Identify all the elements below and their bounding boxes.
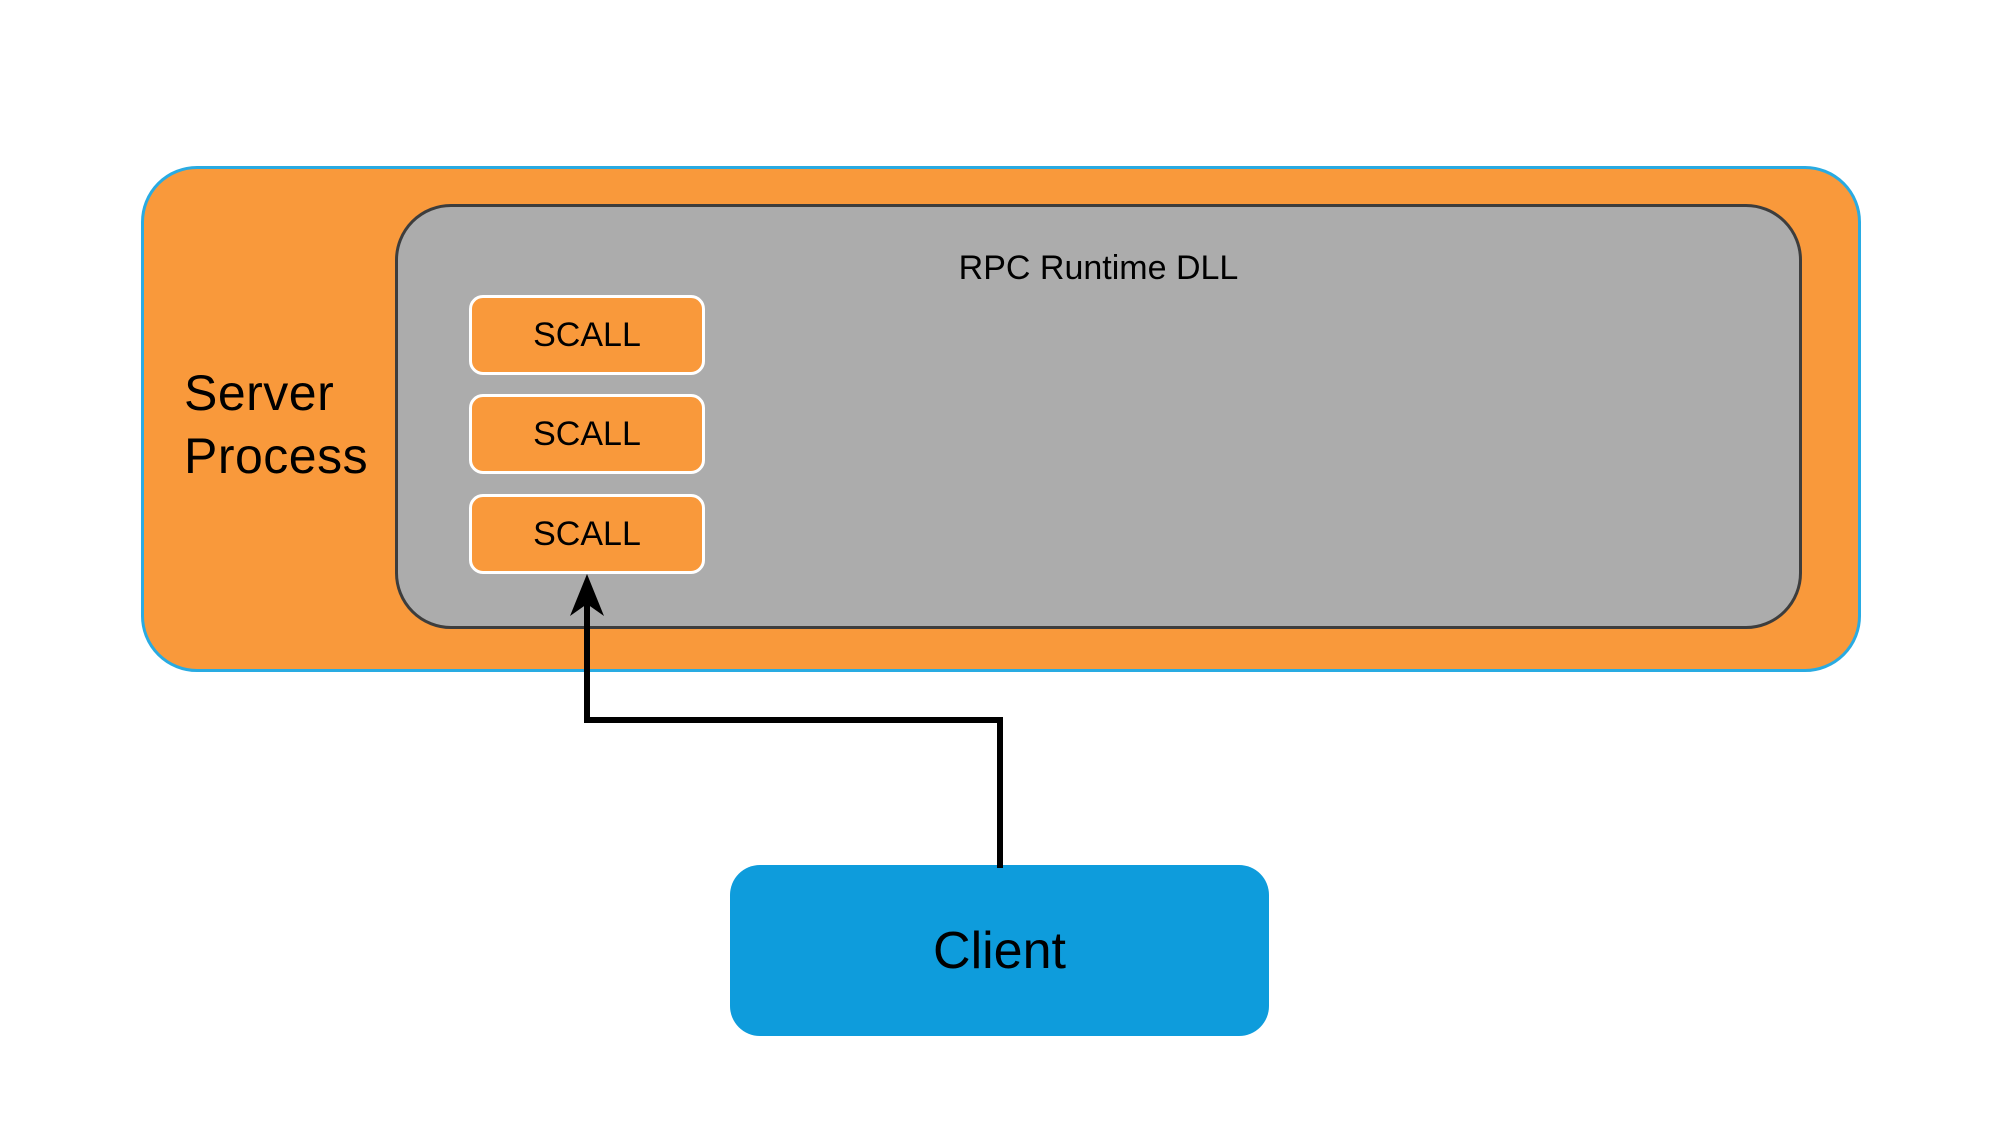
scall-box-1-label: SCALL (533, 315, 641, 354)
scall-box-3: SCALL (469, 494, 705, 574)
client-box: Client (730, 865, 1269, 1036)
server-process-label-line2: Process (184, 428, 369, 484)
rpc-runtime-dll-title: RPC Runtime DLL (958, 249, 1239, 287)
scall-box-2-label: SCALL (533, 414, 641, 453)
scall-box-2: SCALL (469, 394, 705, 474)
server-process-label: Server Process (184, 362, 368, 488)
scall-box-3-label: SCALL (533, 514, 641, 553)
server-process-label-line1: Server (184, 365, 335, 421)
client-box-label: Client (933, 921, 1066, 980)
scall-box-1: SCALL (469, 295, 705, 375)
